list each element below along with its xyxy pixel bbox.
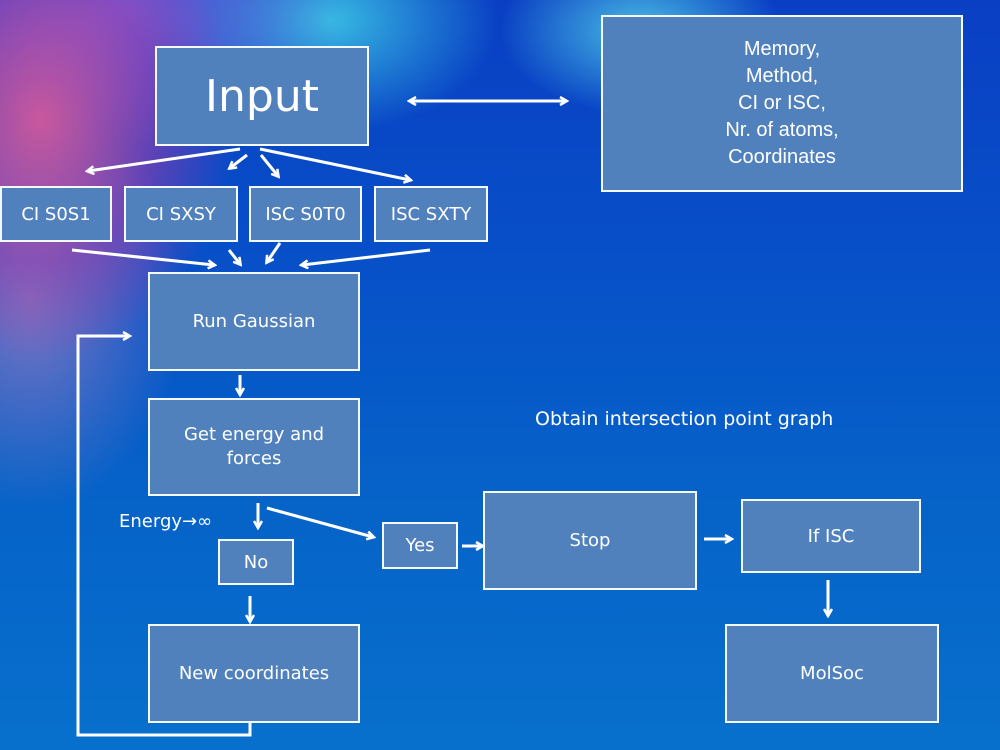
arrow-energy-to-yes: [266, 506, 373, 537]
get-energy-box: Get energy and forces: [148, 398, 360, 496]
input-box: Input: [155, 46, 369, 146]
arrow-ci-s0s1-to-run: [71, 248, 214, 265]
mode-isc-s0t0: ISC S0T0: [249, 186, 362, 242]
yes-box: Yes: [382, 522, 458, 569]
param-ci-or-isc: CI or ISC,: [738, 92, 826, 114]
input-parameters-box: Memory, Method, CI or ISC, Nr. of atoms,…: [601, 15, 963, 192]
get-energy-label: Get energy and forces: [183, 424, 325, 469]
new-coordinates-box: New coordinates: [148, 624, 360, 723]
loop-back-arrow: [76, 336, 252, 737]
arrow-input-to-ci-sxsy: [230, 153, 248, 168]
obtain-graph-label: Obtain intersection point graph: [535, 408, 834, 430]
run-gaussian-box: Run Gaussian: [148, 272, 360, 371]
arrow-input-to-ci-s0s1: [88, 147, 241, 171]
mode-ci-s0s1: CI S0S1: [0, 186, 112, 242]
condition-label: Energy→∞: [119, 511, 213, 532]
mode-label: ISC S0T0: [265, 203, 346, 225]
molsoc-label: MolSoc: [800, 663, 864, 684]
param-method: Method,: [745, 65, 819, 87]
mode-isc-sxty: ISC SXTY: [374, 186, 488, 242]
arrow-ci-sxsy-to-run: [227, 249, 240, 264]
arrow-isc-s0t0-to-run: [267, 242, 282, 262]
if-isc-box: If ISC: [741, 499, 921, 573]
arrow-input-to-isc-sxty: [259, 147, 410, 180]
arrow-isc-sxty-to-run: [302, 248, 431, 265]
yes-label: Yes: [405, 535, 435, 556]
no-label: No: [243, 551, 269, 573]
mode-ci-sxsy: CI SXSY: [124, 186, 238, 242]
run-gaussian-label: Run Gaussian: [192, 311, 316, 332]
param-memory: Memory,: [743, 38, 821, 60]
new-coordinates-label: New coordinates: [178, 663, 330, 684]
mode-label: CI S0S1: [21, 203, 91, 225]
mode-label: ISC SXTY: [390, 203, 472, 225]
if-isc-label: If ISC: [807, 525, 855, 547]
mode-label: CI SXSY: [146, 203, 216, 225]
param-nr-atoms: Nr. of atoms,: [725, 119, 839, 141]
param-coordinates: Coordinates: [728, 146, 836, 168]
molsoc-box: MolSoc: [725, 624, 939, 723]
input-label: Input: [205, 70, 319, 122]
stop-label: Stop: [569, 530, 611, 551]
no-box: No: [218, 539, 294, 585]
arrow-input-to-isc-s0t0: [259, 154, 278, 176]
stop-box: Stop: [483, 491, 697, 590]
